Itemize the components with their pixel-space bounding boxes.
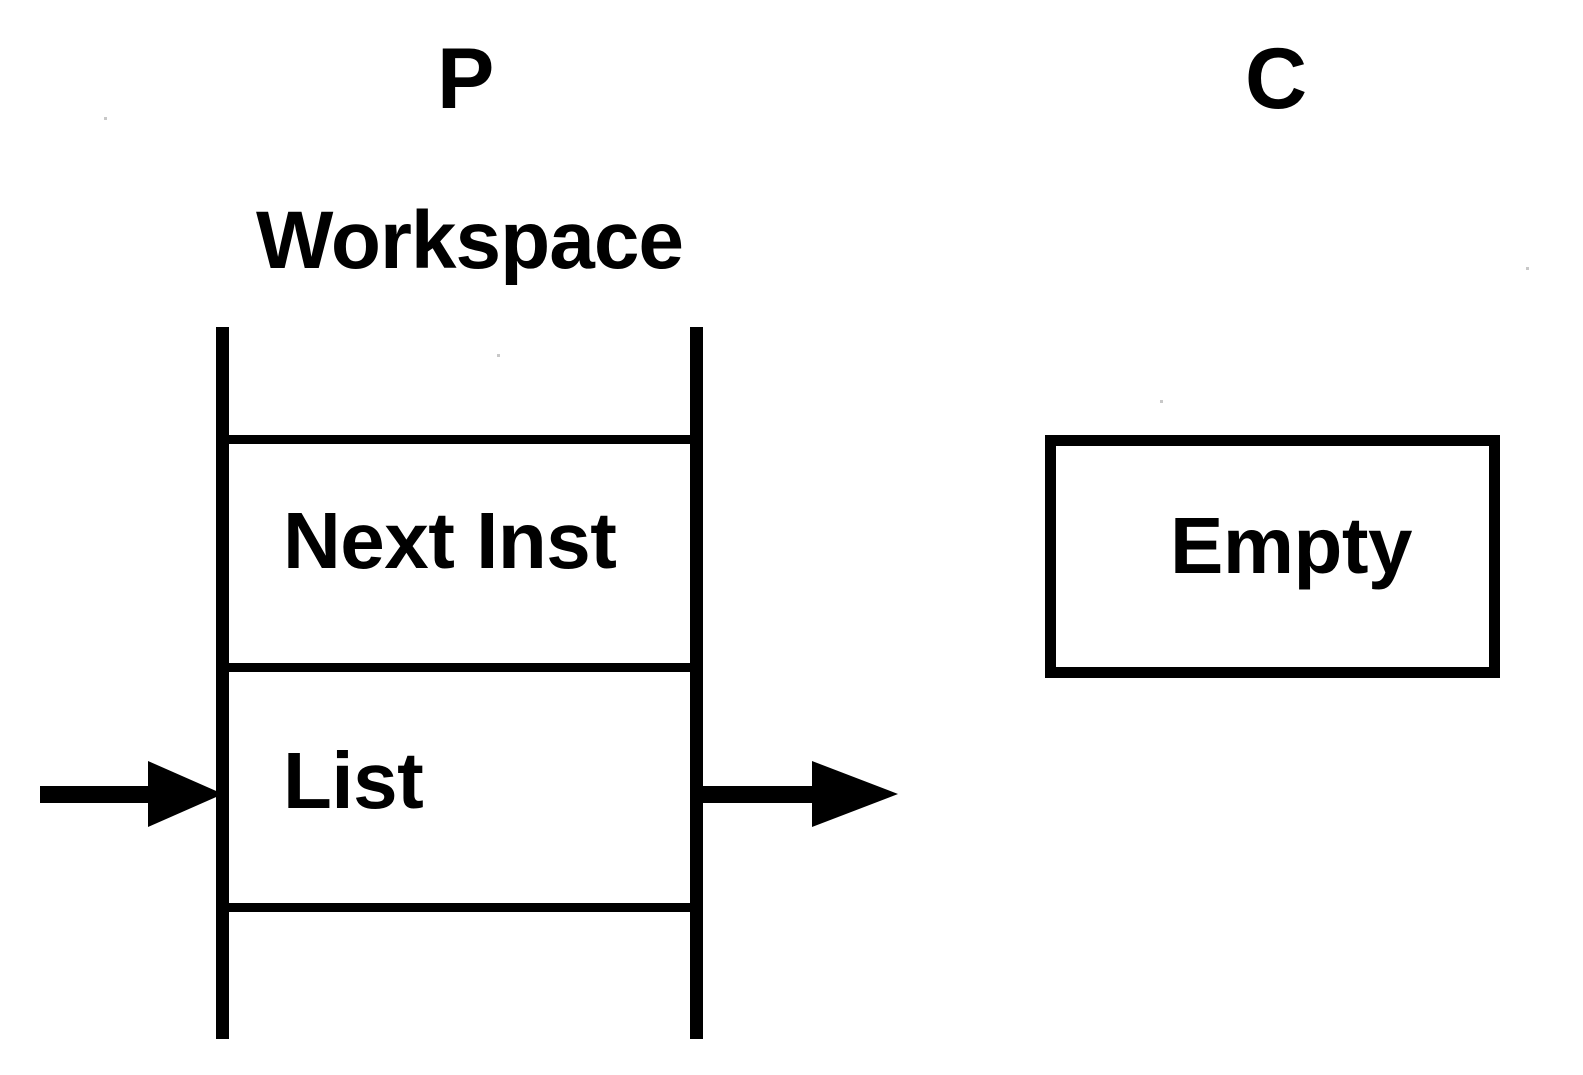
workspace-divider-top xyxy=(216,435,703,444)
workspace-right-rail xyxy=(690,327,703,1039)
output-arrow-head xyxy=(812,761,898,827)
output-arrow-shaft xyxy=(698,786,816,803)
scan-speckle xyxy=(1526,267,1529,270)
scan-speckle xyxy=(497,354,500,357)
workspace-divider-bottom xyxy=(216,903,703,912)
input-arrow-shaft xyxy=(40,786,152,803)
consumer-empty-box xyxy=(1045,435,1500,678)
consumer-empty-label: Empty xyxy=(1170,501,1413,590)
scan-speckle xyxy=(104,117,107,120)
workspace-cell-list: List xyxy=(283,736,424,825)
workspace-title-label: Workspace xyxy=(256,195,684,286)
scan-speckle xyxy=(1160,400,1163,403)
producer-letter-label: P xyxy=(437,31,495,127)
input-arrow-head xyxy=(148,761,223,827)
workspace-divider-middle xyxy=(216,663,703,672)
workspace-left-rail xyxy=(216,327,229,1039)
workspace-cell-next-inst: Next Inst xyxy=(283,496,617,585)
consumer-letter-label: C xyxy=(1245,31,1308,127)
